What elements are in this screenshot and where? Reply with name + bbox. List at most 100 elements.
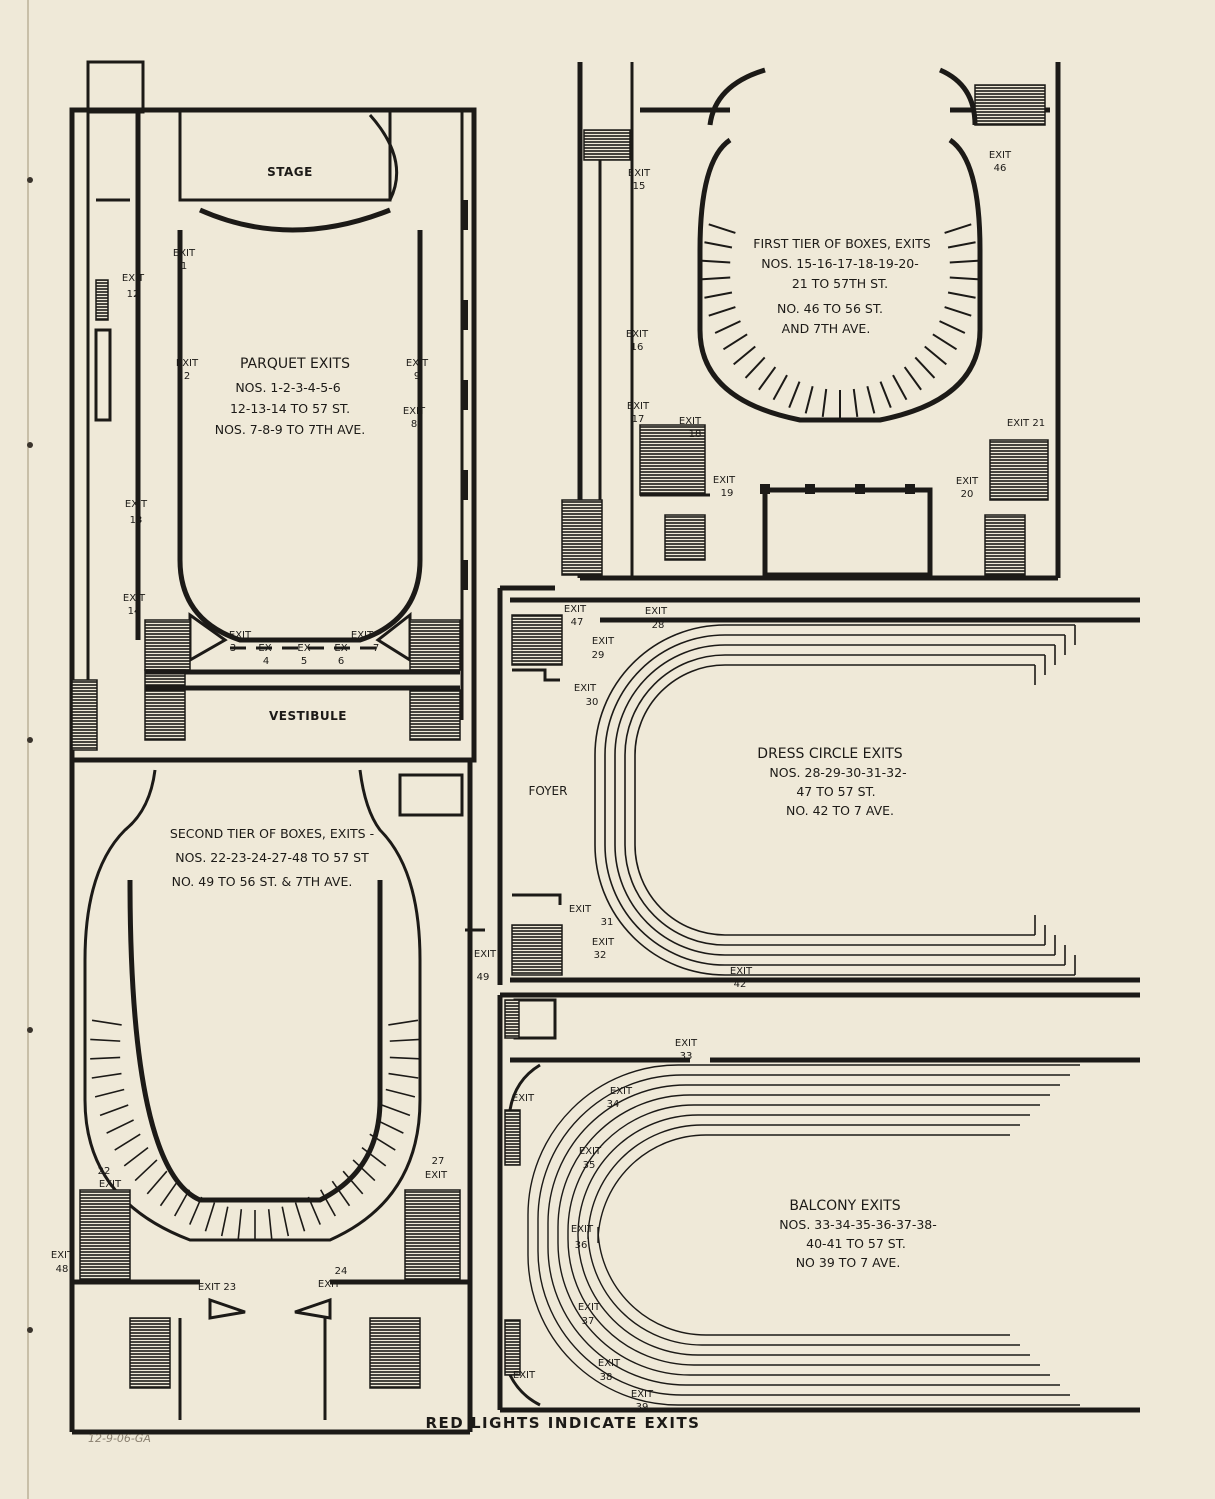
svg-text:EXIT: EXIT: [574, 683, 597, 694]
box-partition: [924, 345, 947, 366]
svg-text:EXIT: EXIT: [564, 604, 587, 615]
box-partition: [714, 320, 741, 334]
svg-text:EXIT: EXIT: [592, 636, 615, 647]
exit-12-label: EXIT 12: [122, 273, 145, 300]
svg-text:22: 22: [98, 1166, 111, 1177]
svg-text:EXIT: EXIT: [474, 949, 497, 960]
exit-30-label: EXIT 30: [574, 683, 598, 708]
box-partition: [944, 223, 972, 234]
svg-text:EXIT: EXIT: [122, 273, 145, 284]
box-partition: [294, 1202, 306, 1232]
svg-text:EXIT: EXIT: [578, 1302, 601, 1313]
svg-text:28: 28: [652, 620, 665, 631]
box-partition: [744, 356, 766, 379]
box-partition: [947, 241, 976, 249]
box-partition: [879, 381, 892, 408]
svg-text:EXIT: EXIT: [631, 1389, 654, 1400]
exit-21-label: EXIT 21: [1007, 418, 1045, 429]
svg-text:EXIT: EXIT: [351, 630, 374, 641]
first-tier-line-1: NOS. 15-16-17-18-19-20-: [761, 256, 919, 271]
box-partition: [704, 241, 733, 249]
exit-balcony-upper-label: EXIT: [512, 1093, 535, 1104]
svg-text:46: 46: [994, 163, 1007, 174]
svg-text:32: 32: [594, 950, 607, 961]
box-partition: [949, 259, 978, 264]
footer-caption: RED LIGHTS INDICATE EXITS: [426, 1414, 701, 1432]
first-tier-line-4: AND 7TH AVE.: [782, 321, 871, 336]
balcony-title: BALCONY EXITS: [789, 1198, 900, 1214]
svg-text:7: 7: [373, 643, 379, 654]
svg-text:5: 5: [301, 656, 307, 667]
box-partition: [352, 1159, 376, 1182]
svg-text:29: 29: [592, 650, 605, 661]
exit-23-label: EXIT 23: [198, 1282, 236, 1293]
svg-text:14: 14: [128, 606, 141, 617]
dress-circle-title: DRESS CIRCLE EXITS: [757, 746, 903, 762]
svg-text:19: 19: [721, 488, 734, 499]
box-partition: [389, 1038, 420, 1042]
svg-text:EX: EX: [334, 643, 347, 654]
svg-text:9: 9: [414, 371, 420, 382]
box-partition: [174, 1189, 191, 1217]
svg-text:24: 24: [335, 1266, 348, 1277]
seating-row: [557, 1094, 1050, 1376]
exit-14-label: EXIT 14: [123, 593, 146, 617]
svg-text:27: 27: [432, 1156, 445, 1167]
svg-text:35: 35: [583, 1160, 596, 1171]
box-partition: [947, 291, 976, 299]
parquet-plan: STAGE VESTIBULE PARQUET EXITS NOS. 1-2-3…: [69, 60, 477, 763]
svg-text:EXIT: EXIT: [675, 1038, 698, 1049]
svg-text:39: 39: [636, 1402, 649, 1413]
svg-text:47: 47: [571, 617, 584, 628]
exit-2-label: EXIT 2: [176, 358, 199, 382]
exit-47-label: EXIT 47: [564, 604, 587, 628]
balcony-line-3: NO 39 TO 7 AVE.: [796, 1255, 901, 1270]
second-tier-boxes: [90, 1019, 420, 1240]
seating-row: [577, 1114, 1030, 1356]
seating-row: [597, 1134, 1010, 1336]
box-partition: [949, 276, 978, 281]
box-partition: [852, 388, 859, 417]
svg-text:EXIT: EXIT: [626, 329, 649, 340]
dress-circle-line-3: NO. 42 TO 7 AVE.: [786, 803, 894, 818]
svg-text:EXIT: EXIT: [645, 606, 668, 617]
box-partition: [376, 1119, 404, 1134]
box-partition: [733, 345, 756, 366]
exit-39-label: EXIT 39: [631, 1389, 654, 1413]
box-partition: [319, 1189, 336, 1217]
vestibule-label: VESTIBULE: [269, 709, 347, 723]
dress-circle-line-1: NOS. 28-29-30-31-32-: [769, 765, 906, 780]
exit-8-label: EXIT 8: [403, 406, 426, 430]
box-partition: [237, 1209, 243, 1240]
box-partition: [307, 1196, 321, 1225]
box-partition: [342, 1170, 364, 1195]
box-partition: [204, 1202, 216, 1232]
exit-7-label: EXIT 7: [351, 630, 379, 654]
seating-row: [614, 644, 1055, 956]
svg-text:EX: EX: [258, 643, 271, 654]
parquet-line-1: NOS. 1-2-3-4-5-6: [235, 380, 340, 395]
svg-text:42: 42: [734, 979, 747, 990]
balcony-plan: BALCONY EXITS NOS. 33-34-35-36-37-38- 40…: [497, 992, 1140, 1413]
box-partition: [903, 366, 922, 391]
svg-text:30: 30: [586, 697, 599, 708]
svg-text:48: 48: [56, 1264, 69, 1275]
svg-text:1: 1: [181, 261, 187, 272]
box-partition: [932, 333, 958, 351]
svg-text:EXIT: EXIT: [713, 475, 736, 486]
box-partition: [866, 385, 876, 414]
first-tier-boxes: [702, 223, 978, 418]
box-partition: [704, 291, 733, 299]
dress-circle-plan: FOYER DRESS CIRCLE EXITS NOS. 28-29-30-3…: [497, 585, 1140, 990]
